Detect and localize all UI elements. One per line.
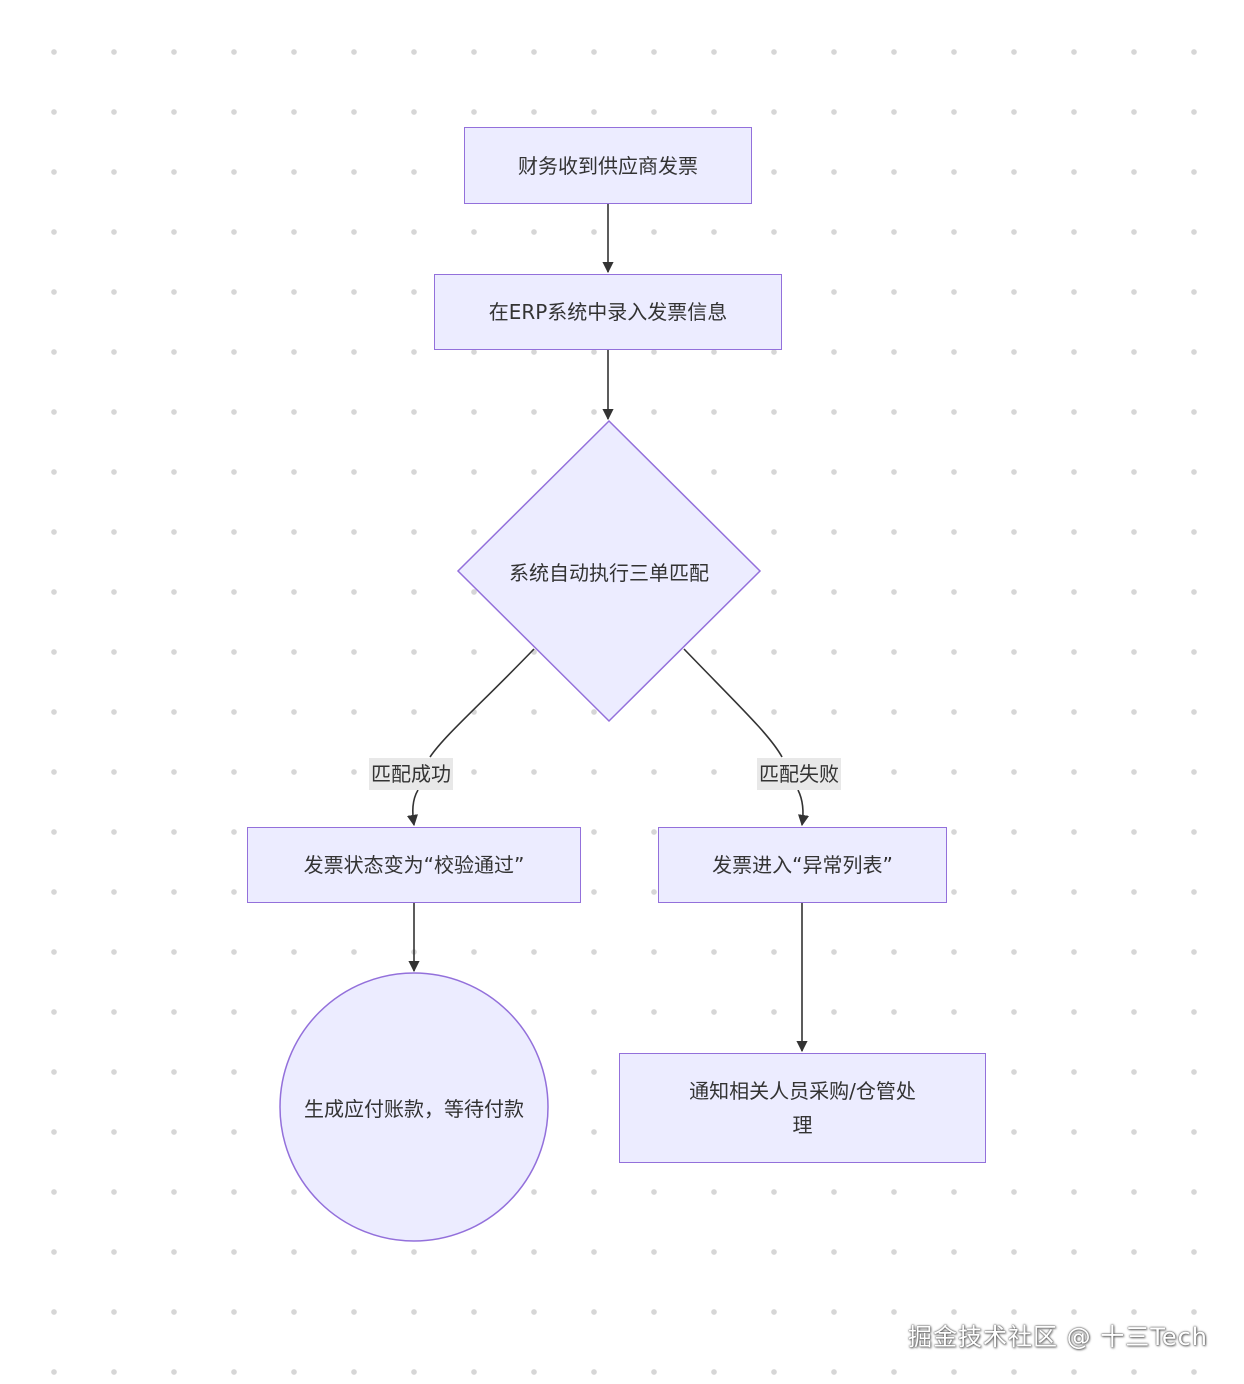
node-notify-staff-line1: 通知相关人员采购/仓管处 <box>689 1079 916 1103</box>
end-circle-label-wrap: 生成应付账款，等待付款 <box>282 1090 546 1124</box>
edge-label-match-fail: 匹配失败 <box>757 758 841 790</box>
node-enter-erp: 在ERP系统中录入发票信息 <box>434 274 782 350</box>
node-notify-staff: 通知相关人员采购/仓管处 理 <box>619 1053 986 1163</box>
watermark: 掘金技术社区 @ 十三Tech <box>907 1323 1208 1351</box>
node-notify-staff-line2: 理 <box>792 1113 813 1137</box>
decision-label: 系统自动执行三单匹配 <box>509 560 709 585</box>
decision-label-wrap: 系统自动执行三单匹配 <box>468 554 750 588</box>
decision-diamond <box>456 419 762 723</box>
edge-fail-label-to-exception <box>797 789 810 827</box>
end-circle-label: 生成应付账款，等待付款 <box>304 1096 524 1121</box>
node-receive-invoice: 财务收到供应商发票 <box>464 127 752 204</box>
node-receive-invoice-label: 财务收到供应商发票 <box>518 153 698 178</box>
edge-label-match-success-text: 匹配成功 <box>371 762 451 786</box>
node-enter-erp-label: 在ERP系统中录入发票信息 <box>488 300 728 324</box>
end-circle <box>279 972 549 1242</box>
node-status-passed-label: 发票状态变为“校验通过” <box>303 853 525 877</box>
edge-success-label-to-passed <box>406 789 419 827</box>
edge-match-to-fail-label <box>683 648 783 758</box>
edge-match-to-success-label <box>429 648 535 758</box>
edge-label-match-fail-text: 匹配失败 <box>759 762 839 786</box>
edge-label-match-success: 匹配成功 <box>369 758 453 790</box>
node-status-passed: 发票状态变为“校验通过” <box>247 827 581 903</box>
node-exception-list: 发票进入“异常列表” <box>658 827 947 903</box>
node-exception-list-label: 发票进入“异常列表” <box>712 853 893 877</box>
